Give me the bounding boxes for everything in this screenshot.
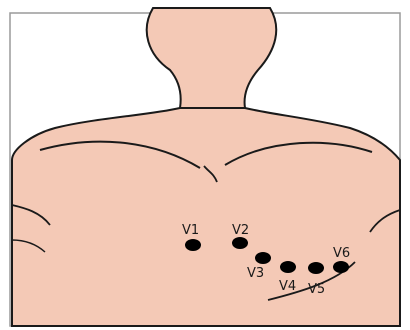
electrode-v3-label: V3: [247, 266, 264, 281]
electrode-v4-dot: [280, 261, 296, 273]
electrode-v1-label: V1: [182, 223, 199, 238]
electrode-v2: V2: [232, 223, 249, 249]
electrode-v6-label: V6: [333, 246, 350, 261]
electrode-v5-label: V5: [308, 282, 325, 297]
electrode-v6: V6: [333, 246, 350, 273]
electrode-v4-label: V4: [279, 279, 296, 294]
torso: [12, 108, 400, 326]
electrode-v5-dot: [308, 262, 324, 274]
electrode-v2-label: V2: [232, 223, 249, 238]
electrode-v1-dot: [185, 239, 201, 251]
electrode-v6-dot: [333, 261, 349, 273]
electrode-v3-dot: [255, 252, 271, 264]
electrode-v2-dot: [232, 237, 248, 249]
